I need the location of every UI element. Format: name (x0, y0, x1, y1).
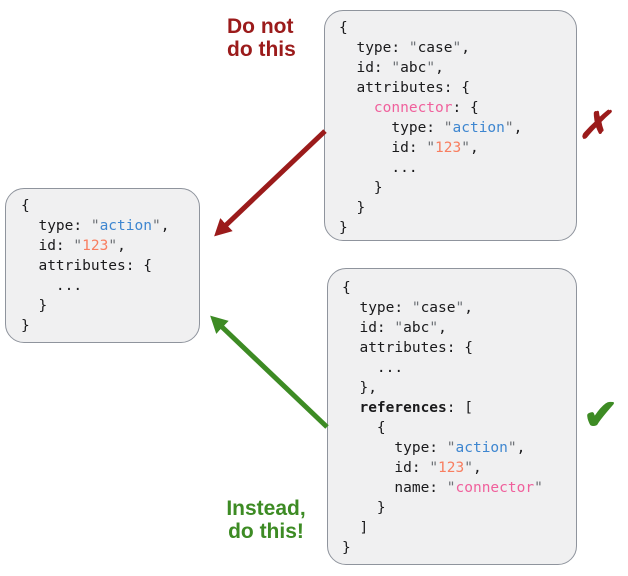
code-line: ] (342, 520, 369, 536)
code-line: } (342, 500, 386, 516)
code-line: }, (342, 380, 377, 396)
check-icon: ✔ (583, 391, 619, 438)
action-object-box: { type: "action", id: "123", attributes:… (5, 188, 200, 343)
code-line: id: "abc", (339, 60, 444, 76)
code-line: type: "case", (342, 300, 473, 316)
code-line: { (342, 420, 386, 436)
code-line: ... (339, 160, 418, 176)
code-line: { (342, 280, 351, 296)
code-line: } (342, 540, 351, 556)
code-line: } (339, 180, 383, 196)
cross-icon: ✗ (578, 105, 610, 147)
bad-example-box: { type: "case", id: "abc", attributes: {… (324, 10, 577, 241)
code-line: name: "connector" (342, 480, 543, 496)
instead-arrow (210, 315, 329, 429)
code-line: { (21, 198, 30, 214)
code-line: attributes: { (339, 80, 470, 96)
code-line: type: "action", (342, 440, 526, 456)
code-line: { (339, 20, 348, 36)
code-line: references: [ (359, 400, 473, 416)
good-example-box: { type: "case", id: "abc", attributes: {… (327, 268, 577, 565)
code-line: type: "action", (21, 218, 170, 234)
code-line: } (339, 200, 366, 216)
do-not-arrow (214, 129, 327, 237)
code-line: attributes: { (21, 258, 152, 274)
code-line: type: "case", (339, 40, 470, 56)
code-line: type: "action", (339, 120, 523, 136)
code-line: id: "123", (21, 238, 126, 254)
code-line: } (21, 298, 48, 314)
code-line: id: "abc", (342, 320, 447, 336)
code-line: } (339, 220, 348, 236)
do-not-label: Do not do this (227, 15, 296, 61)
code-line: connector: { (373, 100, 479, 116)
code-line: id: "123", (342, 460, 482, 476)
code-line: id: "123", (339, 140, 479, 156)
code-line: ... (342, 360, 404, 376)
code-line: ... (21, 278, 83, 294)
code-line: attributes: { (342, 340, 473, 356)
instead-label: Instead, do this! (226, 497, 306, 543)
code-line: } (21, 318, 30, 334)
